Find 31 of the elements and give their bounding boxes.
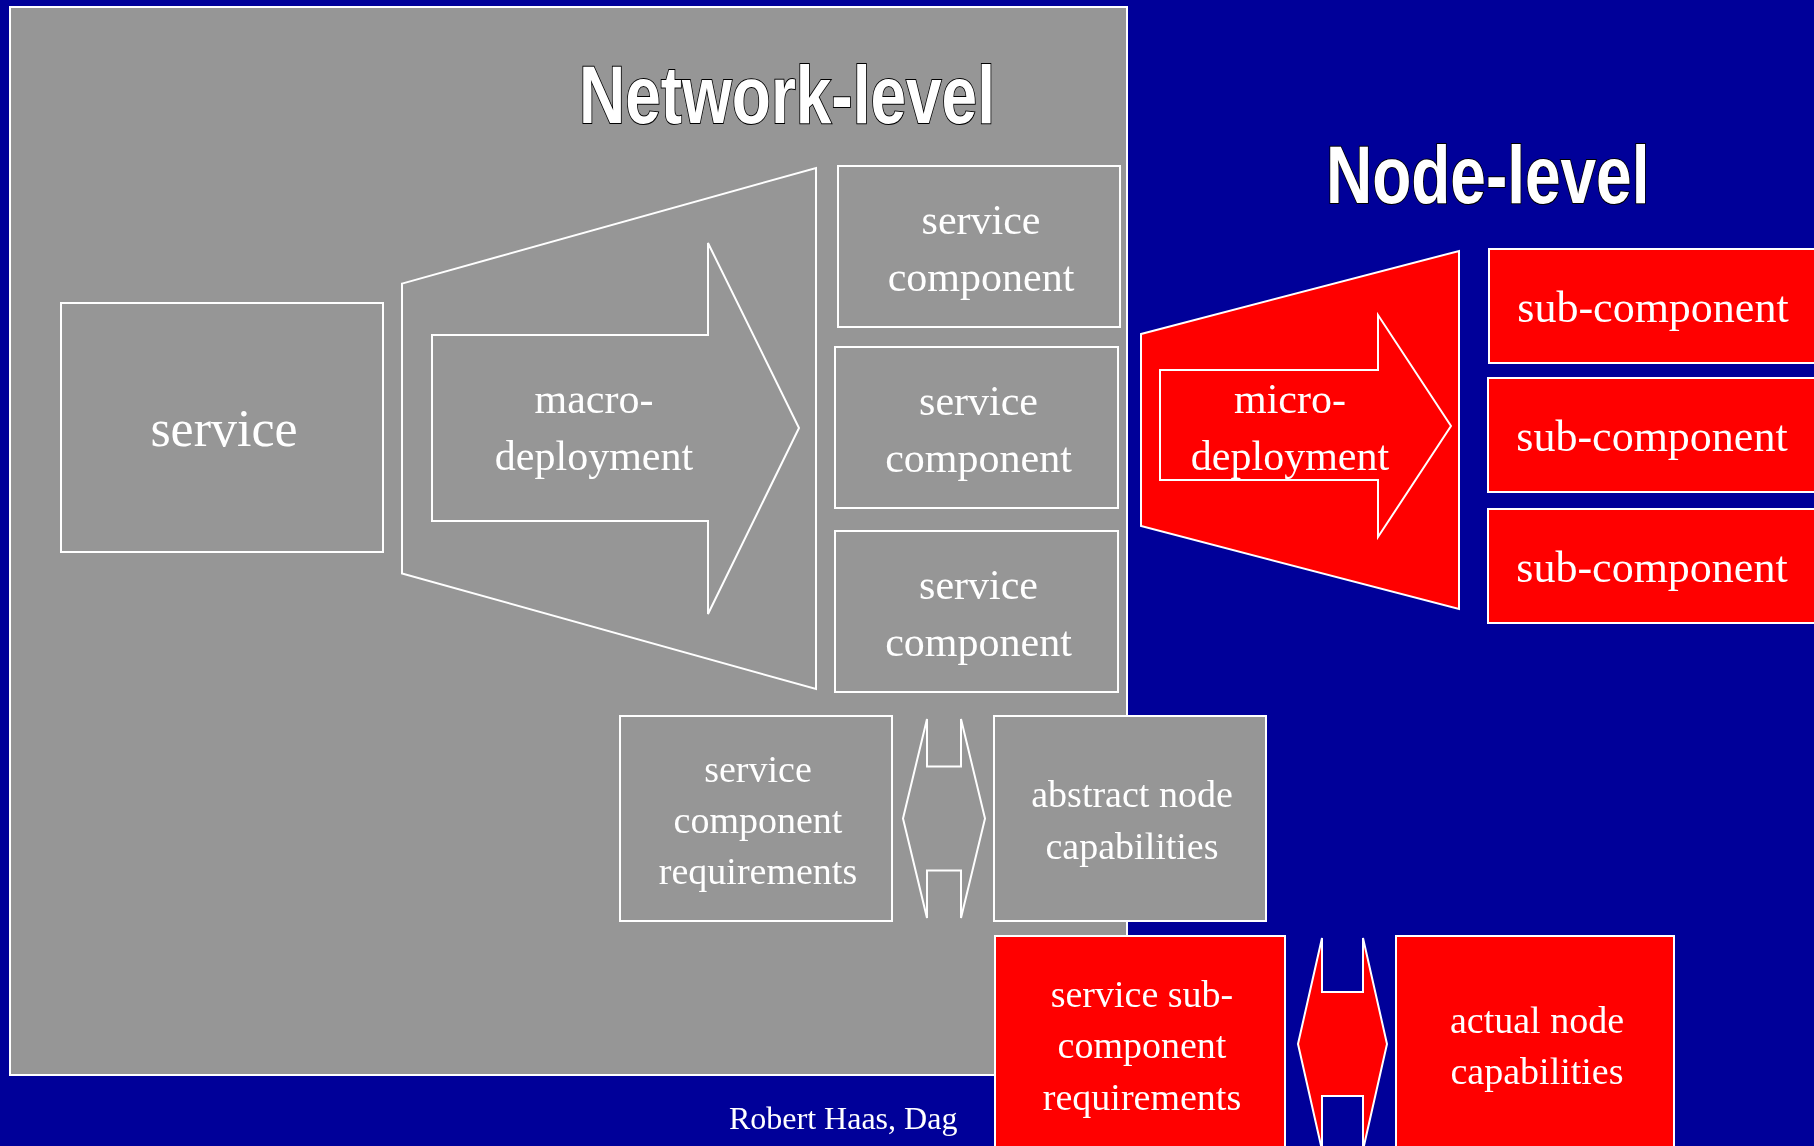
component-box [1487,508,1814,624]
node-label: service component [884,376,1073,483]
node-label: abstract node capabilities [1030,772,1234,869]
node-label: service component requirements [657,746,859,895]
deployment-funnel [1140,250,1460,610]
node-label: sub-component [1515,542,1789,595]
node-label: actual node capabilities [1448,997,1626,1094]
node-label: service component [886,195,1076,302]
node-label: service sub-component requirements [1041,972,1243,1120]
component-box [834,530,1119,693]
node-label: sub-component [1516,282,1790,335]
double-arrow [901,718,987,919]
component-box [1487,377,1814,493]
node-label: sub-component [1515,411,1789,464]
component-box [994,935,1286,1146]
component-box [837,165,1121,328]
deployment-funnel [401,167,817,690]
double-arrow [1296,937,1389,1146]
footer-text: Robert Haas, Dag [729,1100,958,1137]
component-box [60,302,384,553]
component-box [619,715,893,922]
component-box [993,715,1267,922]
component-box [834,346,1119,509]
component-box [1395,935,1675,1146]
node-label: service component [884,560,1073,667]
section-heading: Node-level [1326,128,1650,222]
node-label: macro- deployment [493,375,695,481]
component-box [1488,248,1814,364]
node-label: micro- deployment [1189,374,1391,481]
section-heading: Network-level [579,48,995,142]
node-label: service [149,399,299,460]
